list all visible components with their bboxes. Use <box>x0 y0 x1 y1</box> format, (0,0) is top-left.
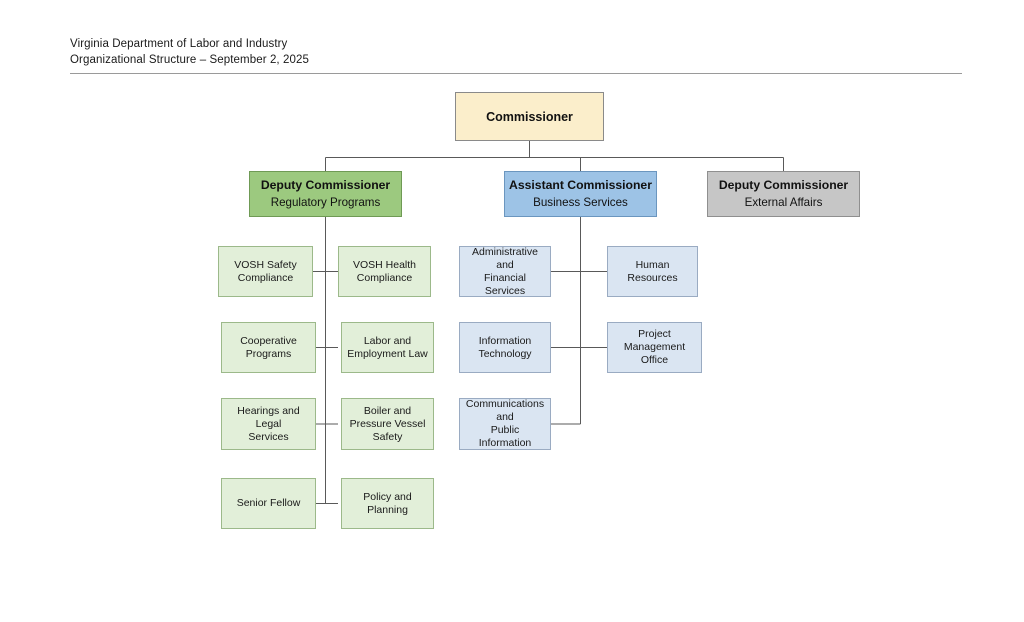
node-regulatory-subtitle: Regulatory Programs <box>270 196 381 209</box>
node-deputy-commissioner-external-affairs[interactable]: Deputy Commissioner External Affairs <box>707 171 860 217</box>
node-policy-and-planning[interactable]: Policy and Planning <box>341 478 434 529</box>
node-label: Senior Fellow <box>236 497 301 509</box>
header-title-line-1: Virginia Department of Labor and Industr… <box>70 38 288 50</box>
node-senior-fellow[interactable]: Senior Fellow <box>221 478 316 529</box>
node-deputy-commissioner-regulatory-programs[interactable]: Deputy Commissioner Regulatory Programs <box>249 171 402 217</box>
node-regulatory-title: Deputy Commissioner <box>260 178 391 192</box>
document-header: Virginia Department of Labor and Industr… <box>70 36 770 68</box>
node-external-subtitle: External Affairs <box>744 196 823 209</box>
header-divider <box>70 73 962 74</box>
node-external-title: Deputy Commissioner <box>718 178 849 192</box>
node-commissioner[interactable]: Commissioner <box>455 92 604 141</box>
header-title-line-2: Organizational Structure – September 2, … <box>70 54 310 66</box>
node-label: Policy and Planning <box>363 490 412 516</box>
node-commissioner-title: Commissioner <box>486 109 573 124</box>
node-assistant-commissioner-business-services[interactable]: Assistant Commissioner Business Services <box>504 171 657 217</box>
node-business-title: Assistant Commissioner <box>509 178 652 192</box>
node-business-subtitle: Business Services <box>533 196 628 209</box>
